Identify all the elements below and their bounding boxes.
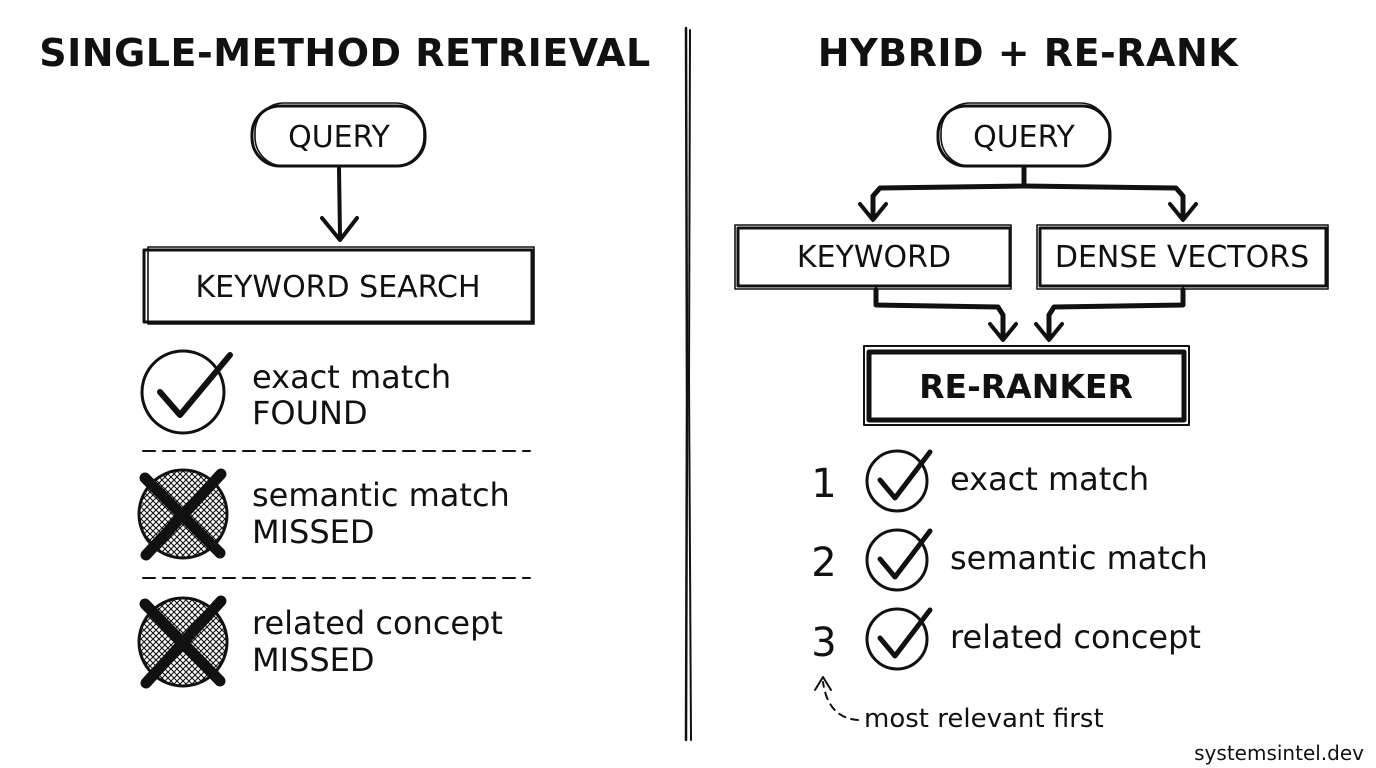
result-exact-match-label: exact match (252, 358, 451, 396)
reranker-label: RE-RANKER (919, 367, 1133, 406)
footer-credit: systemsintel.dev (1194, 741, 1364, 765)
result-related-concept-label: related concept (252, 604, 503, 642)
check-circle-icon (865, 449, 933, 513)
result-row-exact-match: exact match FOUND (140, 349, 451, 435)
result-semantic-match-status: MISSED (252, 513, 375, 551)
rank-number-2: 2 (811, 540, 836, 586)
ranked-item-3: 3 related concept (811, 607, 1201, 671)
left-panel-title: SINGLE-METHOD RETRIEVAL (39, 31, 650, 75)
result-row-semantic-match: semantic match MISSED (137, 468, 510, 561)
right-panel: HYBRID + RE-RANK QUERY KEYWORD DENSE VEC… (734, 31, 1329, 734)
right-query-label: QUERY (973, 120, 1075, 155)
rank-number-1: 1 (811, 461, 836, 507)
left-query-node: QUERY (250, 102, 427, 168)
keyword-search-node: KEYWORD SEARCH (142, 246, 535, 325)
result-exact-match-status: FOUND (252, 394, 368, 432)
note-text: most relevant first (864, 704, 1104, 734)
panel-divider (684, 26, 692, 742)
ranked-item-3-label: related concept (950, 618, 1201, 656)
keyword-label: KEYWORD (797, 240, 951, 275)
ranked-item-2: 2 semantic match (811, 528, 1208, 592)
merge-arrows (873, 287, 1186, 342)
relevance-note: most relevant first (814, 676, 1104, 734)
dense-vectors-node: DENSE VECTORS (1036, 224, 1329, 290)
note-arrow (822, 681, 859, 721)
right-query-node: QUERY (936, 102, 1112, 168)
keyword-node: KEYWORD (734, 224, 1012, 290)
cross-circle-icon (137, 595, 229, 689)
cross-circle-icon (137, 468, 229, 561)
keyword-search-label: KEYWORD SEARCH (195, 270, 480, 305)
rank-number-3: 3 (811, 620, 836, 666)
right-panel-title: HYBRID + RE-RANK (818, 31, 1239, 75)
check-circle-icon (865, 607, 933, 671)
split-arrows (858, 165, 1198, 222)
result-related-concept-status: MISSED (252, 641, 375, 679)
ranked-item-1: 1 exact match (811, 449, 1149, 513)
ranked-item-2-label: semantic match (950, 539, 1208, 577)
result-semantic-match-label: semantic match (252, 476, 510, 514)
check-circle-icon (865, 528, 933, 592)
dense-vectors-label: DENSE VECTORS (1055, 240, 1309, 275)
reranker-node: RE-RANKER (863, 345, 1190, 426)
left-panel: SINGLE-METHOD RETRIEVAL QUERY KEYWORD SE… (39, 31, 650, 689)
left-query-label: QUERY (288, 120, 390, 155)
ranked-item-1-label: exact match (950, 460, 1149, 498)
result-row-related-concept: related concept MISSED (137, 595, 503, 689)
check-circle-icon (140, 349, 233, 435)
left-arrow-query-to-search (320, 166, 359, 242)
